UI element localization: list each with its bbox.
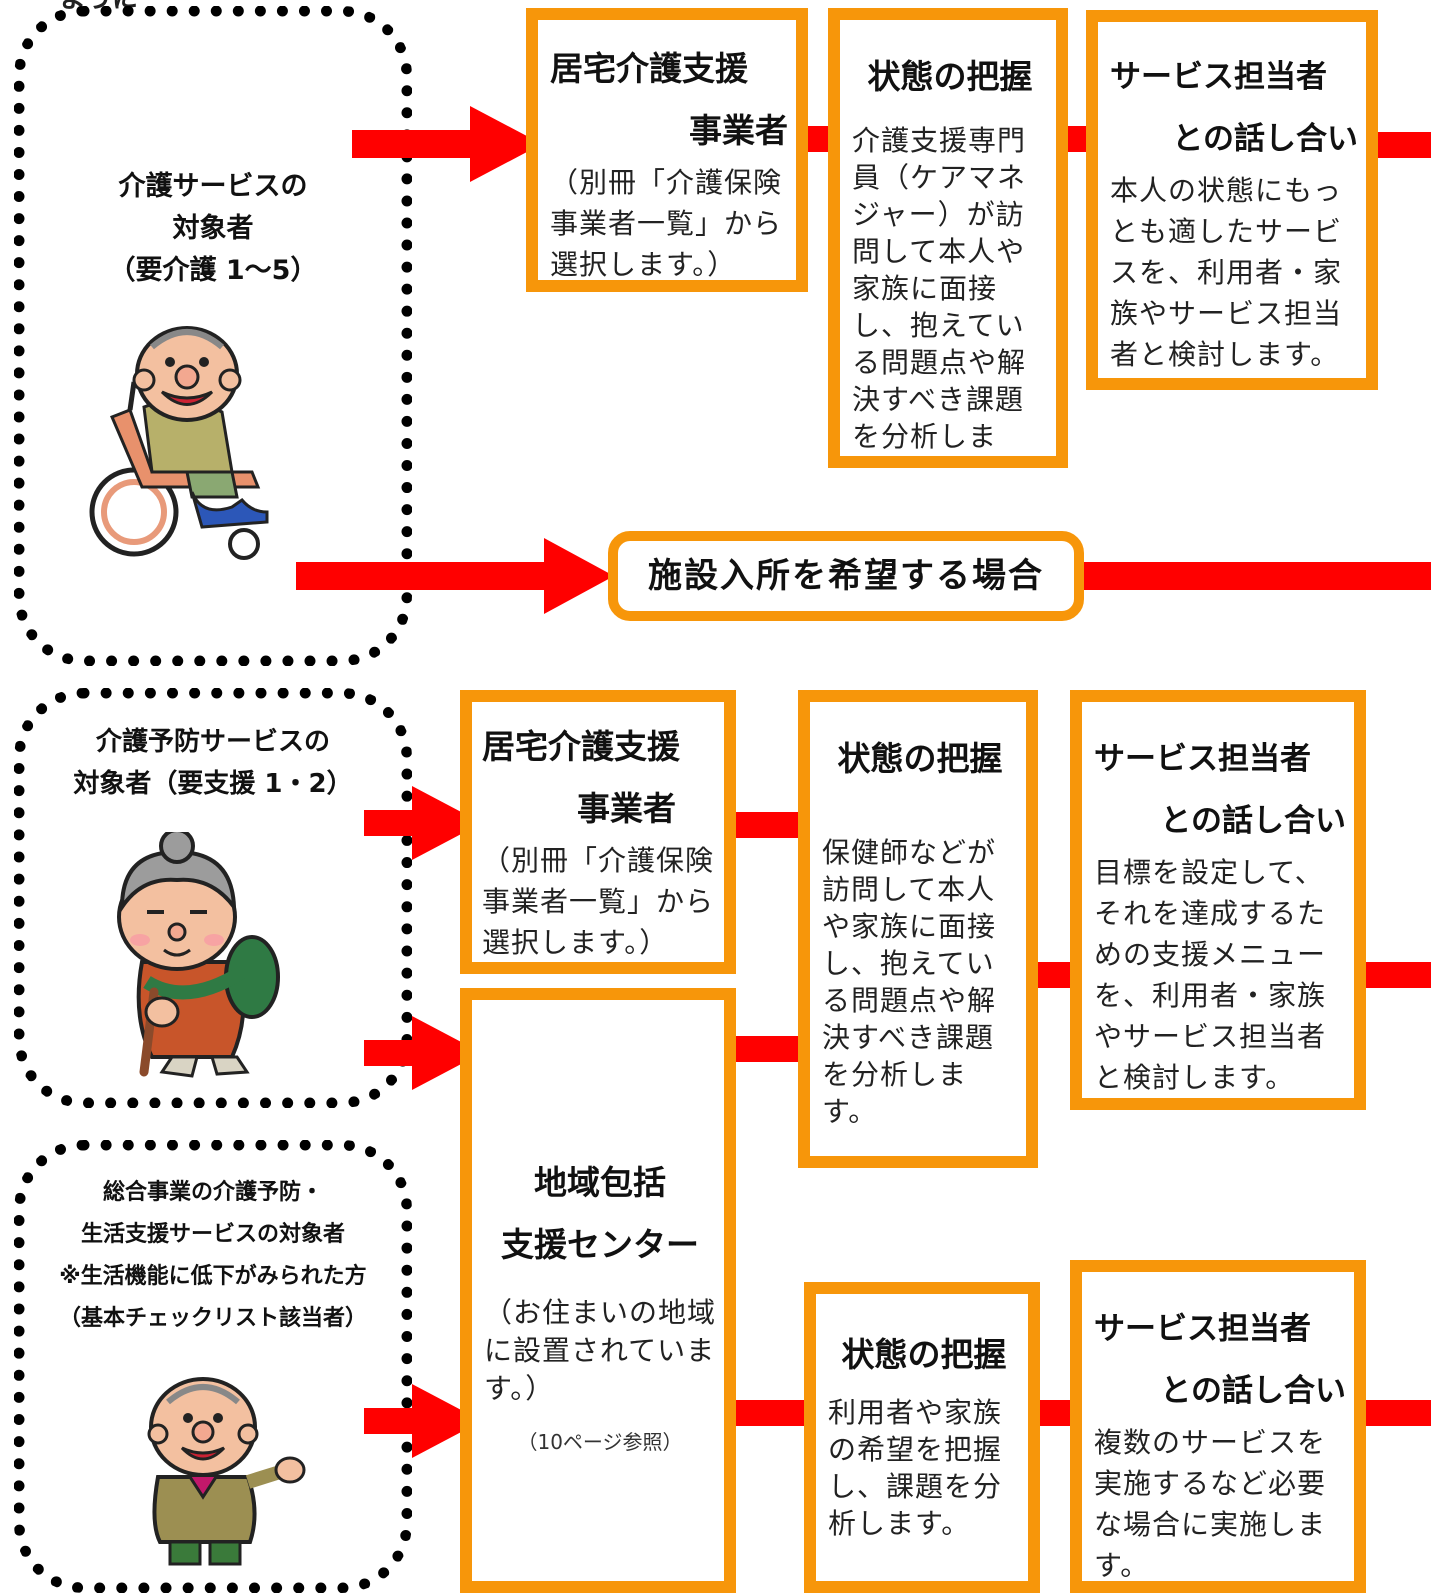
regional-support-center-box: 地域包括 支援センター （お住まいの地域に設置されています。） （10ページ参照… <box>460 988 736 1593</box>
connector-r3-c <box>1362 1400 1431 1426</box>
connector-r1-c <box>1378 132 1431 158</box>
row1-assessment-title: 状態の把握 <box>867 57 1033 96</box>
care-label-line-3: （要介護 1～5） <box>108 254 318 286</box>
arrow-prevention-to-provider-shaft <box>364 810 414 836</box>
general-target-group <box>14 1140 412 1593</box>
row3-meeting-box: サービス担当者 との話し合い 複数のサービスを実施するなど必要な場合に実施します… <box>1070 1260 1366 1593</box>
care-target-label: 介護サービスの 対象者 （要介護 1～5） <box>40 166 386 292</box>
arrow-care-to-facility-head <box>544 538 614 614</box>
general-label-line-2: 生活支援サービスの対象者 <box>80 1222 345 1247</box>
connector-r3-b <box>1038 1400 1074 1426</box>
general-label-line-1: 総合事業の介護予防・ <box>102 1180 323 1205</box>
row3-assessment-title: 状態の把握 <box>841 1335 1007 1374</box>
row2-provider-body: （別冊「介護保険事業者一覧」から選択します。） <box>482 844 715 959</box>
row1-meeting-box: サービス担当者 との話し合い 本人の状態にもっとも適したサービスを、利用者・家族… <box>1086 10 1378 390</box>
row3-meeting-title-1: サービス担当者 <box>1094 1311 1311 1347</box>
connector-r1-a <box>806 126 828 152</box>
care-label-line-1: 介護サービスの <box>118 171 308 202</box>
care-label-line-2: 対象者 <box>172 212 254 244</box>
arrow-care-to-facility-shaft <box>296 562 546 590</box>
row1-meeting-body: 本人の状態にもっとも適したサービスを、利用者・家族やサービス担当者と検討します。 <box>1110 174 1343 371</box>
connector-r2-b <box>1034 962 1074 988</box>
connector-r2-provider <box>732 812 800 838</box>
row1-provider-box: 居宅介護支援 事業者 （別冊「介護保険事業者一覧」から選択します。） <box>526 8 808 292</box>
row3-meeting-body: 複数のサービスを実施するなど必要な場合に実施します。 <box>1094 1426 1327 1582</box>
connector-r2-center <box>732 1036 800 1062</box>
general-label-line-3: ※生活機能に低下がみられた方 <box>59 1264 367 1289</box>
row2-meeting-title-1: サービス担当者 <box>1094 741 1311 777</box>
elderly-woman-cane-icon <box>117 832 280 1078</box>
row1-meeting-title-1: サービス担当者 <box>1110 59 1327 95</box>
row2-provider-title-2: 事業者 <box>577 789 676 828</box>
row2-provider-box: 居宅介護支援 事業者 （別冊「介護保険事業者一覧」から選択します。） <box>460 690 736 974</box>
care-target-group <box>14 6 412 666</box>
row1-provider-title-1: 居宅介護支援 <box>550 49 748 88</box>
row2-provider-title-1: 居宅介護支援 <box>482 727 680 766</box>
row2-meeting-box: サービス担当者 との話し合い 目標を設定して、それを達成するための支援メニューを… <box>1070 690 1366 1110</box>
center-title-1: 地域包括 <box>534 1163 666 1202</box>
prevention-target-label: 介護予防サービスの 対象者（要支援 1・2） <box>40 722 386 805</box>
row2-assessment-body: 保健師などが訪問して本人や家族に面接し、抱えている問題点や解決すべき課題を分析し… <box>822 836 997 1128</box>
facility-admission-box: 施設入所を希望する場合 <box>608 531 1084 621</box>
row2-meeting-body: 目標を設定して、それを達成するための支援メニューを、利用者・家族やサービス担当者… <box>1094 856 1327 1094</box>
general-label-line-4: （基本チェックリスト該当者） <box>58 1306 367 1331</box>
wheelchair-elder-icon <box>89 326 269 560</box>
row1-provider-body: （別冊「介護保険事業者一覧」から選択します。） <box>550 166 783 281</box>
row1-assessment-body: 介護支援専門員（ケアマネジャー）が訪問して本人や家族に面接し、抱えている問題点や… <box>852 124 1027 453</box>
center-title-2: 支援センター <box>501 1225 699 1264</box>
arrow-care-to-provider-shaft <box>352 130 472 158</box>
row3-meeting-title-2: との話し合い <box>1160 1373 1346 1409</box>
arrow-general-to-center-shaft <box>364 1408 414 1434</box>
connector-r1-b <box>1066 126 1088 152</box>
row1-meeting-title-2: との話し合い <box>1172 121 1358 157</box>
prevention-label-line-2: 対象者（要支援 1・2） <box>73 768 353 799</box>
row1-assessment-box: 状態の把握 介護支援専門員（ケアマネジャー）が訪問して本人や家族に面接し、抱えて… <box>828 8 1068 468</box>
row3-assessment-box: 状態の把握 利用者や家族の希望を把握し、課題を分析します。 <box>804 1282 1040 1593</box>
connector-r3-a <box>732 1400 804 1426</box>
row3-assessment-body: 利用者や家族の希望を把握し、課題を分析します。 <box>828 1396 1003 1540</box>
connector-facility <box>1082 562 1431 590</box>
center-body: （お住まいの地域に設置されています。） <box>484 1296 717 1405</box>
general-target-label: 総合事業の介護予防・ 生活支援サービスの対象者 ※生活機能に低下がみられた方 （… <box>30 1172 396 1340</box>
row2-assessment-box: 状態の把握 保健師などが訪問して本人や家族に面接し、抱えている問題点や解決すべき… <box>798 690 1038 1168</box>
center-page-note: （10ページ参照） <box>517 1430 683 1454</box>
arrow-prevention-to-center-shaft <box>364 1040 414 1066</box>
prevention-target-group <box>14 688 412 1108</box>
elder-thumbs-up-icon <box>147 1377 306 1566</box>
prevention-label-line-1: 介護予防サービスの <box>95 727 330 757</box>
row2-assessment-title: 状態の把握 <box>837 739 1003 778</box>
row2-meeting-title-2: との話し合い <box>1160 803 1346 839</box>
connector-r2-c <box>1362 962 1431 988</box>
row1-provider-title-2: 事業者 <box>689 111 788 150</box>
